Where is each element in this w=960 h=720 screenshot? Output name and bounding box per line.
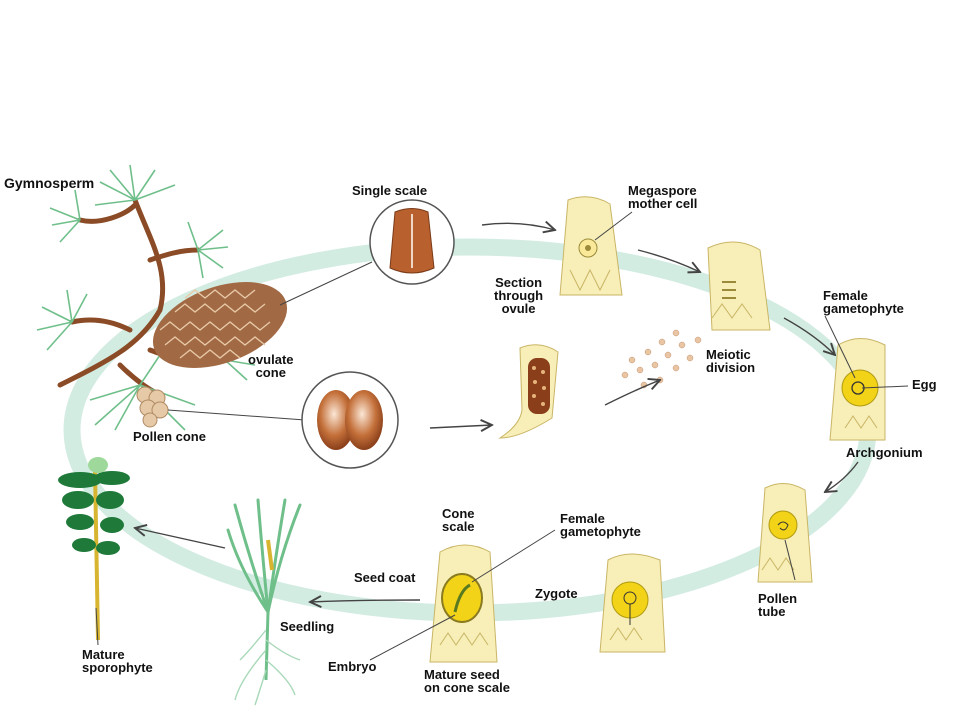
single-scale-icon bbox=[369, 199, 455, 285]
zygote-icon bbox=[599, 553, 666, 653]
label-egg: Egg bbox=[912, 377, 937, 392]
diagram-title: Gymnosperm bbox=[4, 175, 95, 191]
ovule-section-icon bbox=[559, 196, 623, 296]
label-ovulate-cone: ovulate cone bbox=[248, 352, 294, 380]
label-seedling: Seedling bbox=[280, 619, 335, 634]
pollen-tube-icon bbox=[757, 483, 813, 583]
label-zygote: Zygote bbox=[535, 586, 578, 601]
label-mature-seed: Mature seed on cone scale bbox=[424, 667, 510, 695]
label-embryo: Embryo bbox=[328, 659, 377, 674]
label-cone-scale: Cone scale bbox=[442, 506, 475, 534]
leader-lines bbox=[95, 211, 909, 646]
mature-seed-icon bbox=[369, 529, 556, 663]
egg-archegonium-icon bbox=[829, 338, 886, 441]
label-single-scale: Single scale bbox=[352, 183, 428, 198]
pollen-grain-icon bbox=[301, 371, 399, 469]
label-pollen-cone: Pollen cone bbox=[133, 429, 206, 444]
seedling-icon bbox=[226, 498, 302, 706]
label-section-through-ovule: Section through ovule bbox=[494, 275, 544, 316]
label-seed-coat: Seed coat bbox=[354, 570, 416, 585]
label-archgonium: Archgonium bbox=[846, 445, 923, 460]
ovulate-cone-icon bbox=[152, 261, 373, 368]
label-mature-sporophyte: Mature sporophyte bbox=[82, 647, 153, 675]
label-female-gametophyte-top: Female gametophyte bbox=[823, 288, 904, 316]
microsporangium-icon bbox=[498, 344, 559, 439]
mature-sporophyte-icon bbox=[58, 457, 130, 641]
cycle-arrows bbox=[135, 223, 859, 602]
label-meiotic-division: Meiotic division bbox=[706, 347, 756, 375]
label-pollen-tube: Pollen tube bbox=[758, 591, 798, 619]
label-megaspore-mother-cell: Megaspore mother cell bbox=[628, 183, 698, 211]
pollen-cone-icon bbox=[136, 386, 306, 428]
label-female-gametophyte-bottom: Female gametophyte bbox=[560, 511, 641, 539]
pollen-grains-scatter bbox=[621, 329, 702, 389]
meiotic-ovule-icon bbox=[707, 241, 771, 331]
